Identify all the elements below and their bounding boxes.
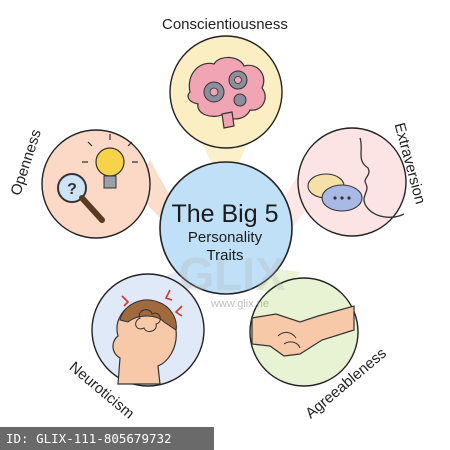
label-conscientiousness: Conscientiousness <box>162 16 288 33</box>
stressed-head-icon <box>112 289 183 385</box>
image-id-text: ID: GLIX-111-805679732 <box>6 431 172 446</box>
lightbulb-magnifier-icon: ? <box>57 134 138 223</box>
center-subtitle-line1: Personality <box>187 229 263 246</box>
extraversion-circle <box>297 127 407 237</box>
brain-gears-icon <box>187 56 266 129</box>
handshake-icon <box>251 305 355 357</box>
center-subtitle-line2: Traits <box>206 247 244 264</box>
svg-text:?: ? <box>67 181 77 198</box>
watermark-logo: GLIX <box>178 248 286 300</box>
watermark-site: www.glix.ne <box>210 298 270 310</box>
speaking-face-icon <box>307 137 405 218</box>
image-id-bar: ID: GLIX-111-805679732 <box>0 427 214 450</box>
center-circle <box>159 161 293 295</box>
center-title: The Big 5 <box>171 200 279 228</box>
